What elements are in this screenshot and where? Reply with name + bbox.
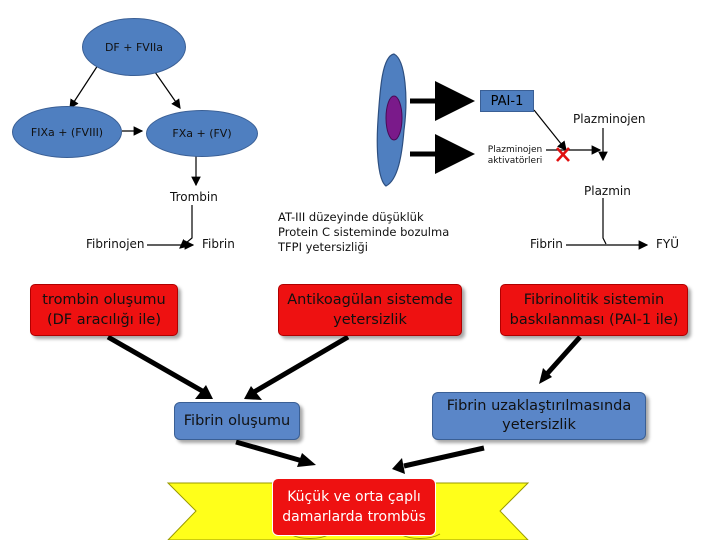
endothelial-cell-icon bbox=[376, 53, 407, 187]
arrow-fibrinolitik-to-uzaklastirma bbox=[539, 335, 582, 384]
fibrin-uzaklastirilmasi-box: Fibrin uzaklaştırılmasında yetersizlik bbox=[432, 392, 646, 440]
fibrinolitik-box: Fibrinolitik sistemin baskılanması (PAI-… bbox=[500, 284, 688, 336]
plazminojen-label: Plazminojen bbox=[573, 112, 646, 126]
node-fxa-fv-label: FXa + (FV) bbox=[172, 127, 232, 140]
fibrin-right-label: Fibrin bbox=[530, 237, 563, 251]
trombin-label: Trombin bbox=[170, 190, 218, 204]
node-fixa-fviii-label: FIXa + (FVIII) bbox=[30, 125, 104, 139]
node-df-fviia-label: DF + FVIIa bbox=[104, 40, 164, 54]
node-fxa-fv: FXa + (FV) bbox=[146, 110, 258, 157]
trombin-olusumu-box: trombin oluşumu (DF aracılığı ile) bbox=[30, 284, 178, 336]
pai1-label: PAI-1 bbox=[490, 93, 524, 109]
antikoagulan-text: Antikoagülan sistemde yetersizlik bbox=[287, 292, 453, 328]
plazminojen-aktivatorleri-label: Plazminojen aktivatörleri bbox=[487, 145, 543, 166]
arrow-trombin-to-fibrin-olusumu bbox=[106, 334, 213, 399]
sonuc-box: Küçük ve orta çaplı damarlarda trombüs bbox=[272, 478, 436, 536]
anticoag-line-2: Protein C sisteminde bozulma bbox=[278, 225, 450, 239]
arrow-fibrin-olusumu-to-trombus bbox=[235, 439, 316, 467]
arrow-uzaklastirma-to-trombus bbox=[392, 445, 485, 474]
plazmin-label: Plazmin bbox=[584, 184, 631, 198]
antikoagulan-box: Antikoagülan sistemde yetersizlik bbox=[278, 284, 462, 336]
fibrin-olusumu-box: Fibrin oluşumu bbox=[174, 402, 300, 440]
sonuc-text: Küçük ve orta çaplı damarlarda trombüs bbox=[282, 489, 426, 525]
inhibition-cross-icon bbox=[556, 147, 570, 162]
arrow-pai1-inhibit bbox=[533, 109, 567, 151]
antikoagulan-details: AT-III düzeyinde düşüklük Protein C sist… bbox=[278, 210, 478, 255]
pai1-box: PAI-1 bbox=[480, 90, 534, 112]
fyu-label: FYÜ bbox=[656, 237, 680, 251]
fibrin-uzaklastirilmasi-text: Fibrin uzaklaştırılmasında yetersizlik bbox=[446, 398, 632, 433]
anticoag-line-1: AT-III düzeyinde düşüklük bbox=[278, 210, 424, 224]
trombin-olusumu-text: trombin oluşumu (DF aracılığı ile) bbox=[42, 292, 166, 328]
arrow-plazmin-to-fibrinolysis bbox=[602, 198, 607, 245]
node-fixa-fviii: FIXa + (FVIII) bbox=[12, 106, 122, 158]
node-df-fviia: DF + FVIIa bbox=[82, 18, 186, 76]
fibrinolitik-text: Fibrinolitik sistemin baskılanması (PAI-… bbox=[509, 292, 679, 328]
anticoag-line-3: TFPI yetersizliği bbox=[278, 240, 368, 254]
fibrin-olusumu-text: Fibrin oluşumu bbox=[183, 412, 291, 429]
arrow-df-to-fixa bbox=[69, 61, 101, 110]
fibrin-left-label: Fibrin bbox=[202, 237, 235, 251]
fibrinojen-label: Fibrinojen bbox=[86, 237, 145, 251]
arrow-antikoagulan-to-fibrin-olusumu bbox=[244, 334, 350, 400]
